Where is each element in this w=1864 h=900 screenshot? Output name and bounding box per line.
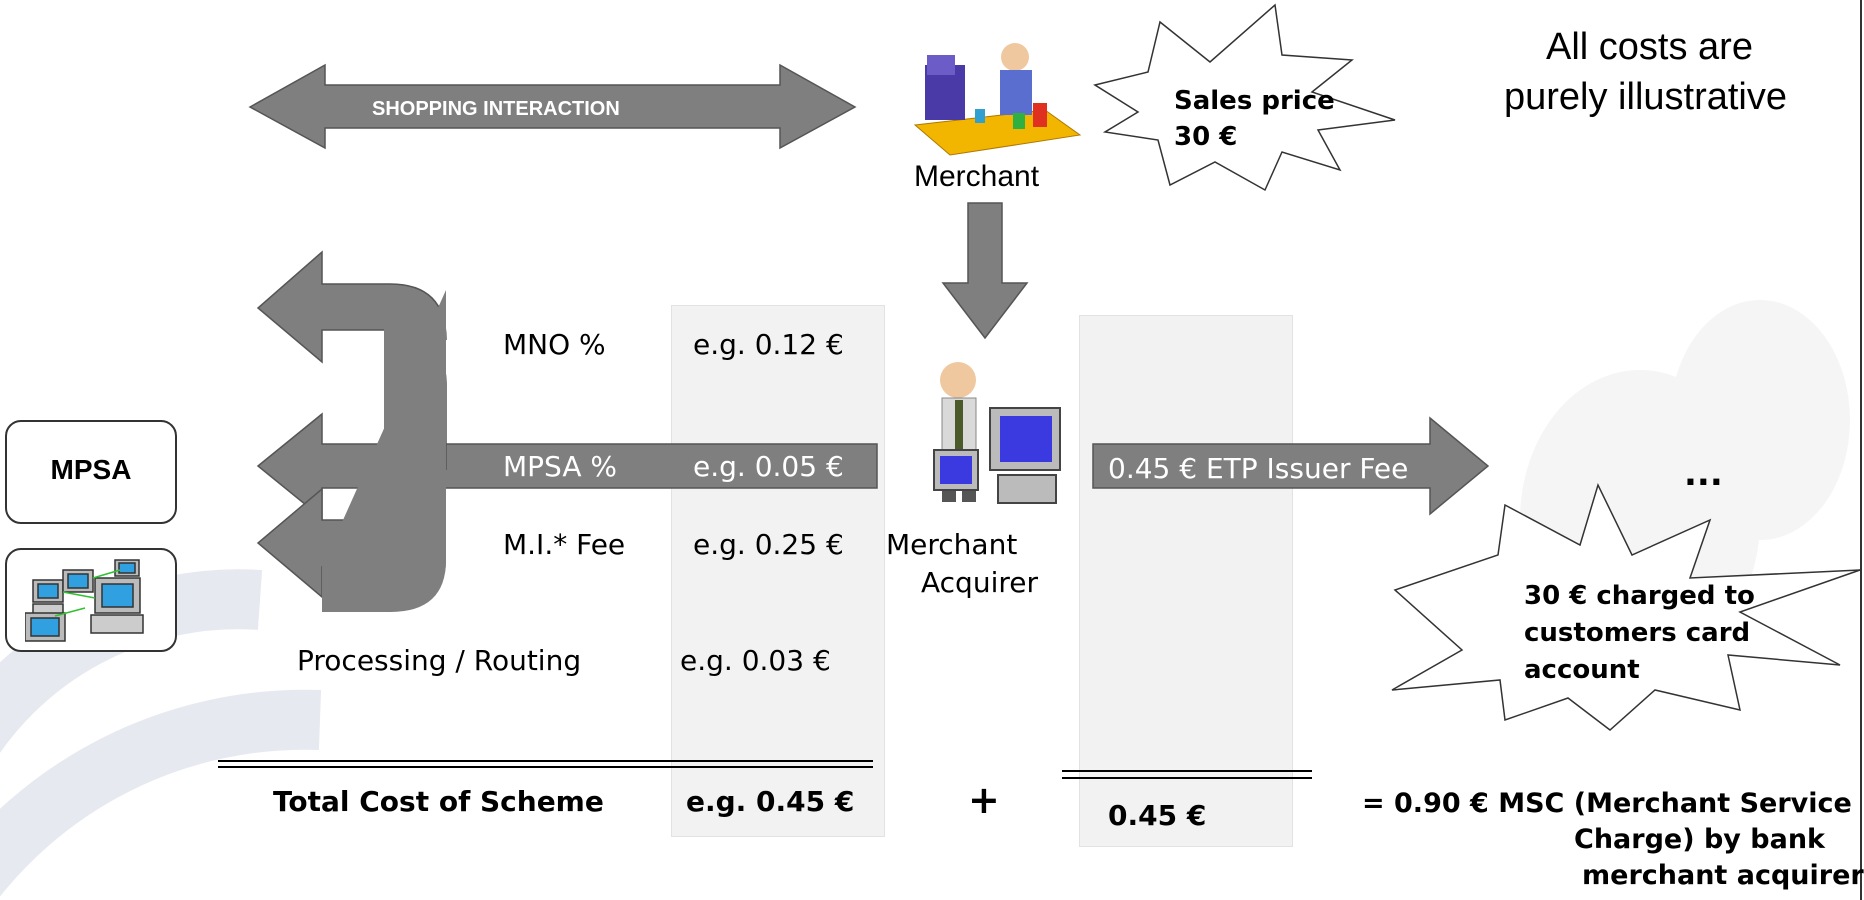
merchant-down-arrow <box>941 202 1029 340</box>
total-rule-top <box>218 760 873 762</box>
shopping-interaction-label: SHOPPING INTERACTION <box>372 98 620 120</box>
network-box <box>5 548 177 652</box>
network-computers-icon <box>25 559 144 642</box>
mpsa-box: MPSA <box>5 420 177 524</box>
total-cost-value: e.g. 0.45 € <box>686 785 855 818</box>
etp-issuer-fee-label: 0.45 € ETP Issuer Fee <box>1108 452 1409 485</box>
mi-fee-value: e.g. 0.25 € <box>693 528 844 561</box>
ellipsis-text: ... <box>1684 454 1723 494</box>
msc-line2: Charge) by bank <box>1574 824 1826 855</box>
merchant-acquirer-clipart <box>933 362 1061 504</box>
mno-fee-label: MNO % <box>503 328 606 361</box>
mi-fee-label: M.I.* Fee <box>503 528 626 561</box>
mpsa-fee-value: e.g. 0.05 € <box>693 450 844 483</box>
etp-issuer-arrow <box>1092 416 1490 516</box>
plus-sign: + <box>968 778 1000 822</box>
shopping-interaction-arrow <box>248 63 857 150</box>
sales-price-line2: 30 € <box>1174 122 1238 152</box>
total-cost-label: Total Cost of Scheme <box>273 785 604 818</box>
sales-price-line1: Sales price <box>1174 86 1335 116</box>
mpsa-box-label: MPSA <box>50 454 132 485</box>
right-border-line <box>1860 0 1862 900</box>
disclaimer-line2: purely illustrative <box>1504 76 1787 118</box>
issuer-rule-bottom <box>1062 777 1312 779</box>
issuer-rule-top <box>1062 770 1312 772</box>
msc-line1: = 0.90 € MSC (Merchant Service <box>1362 788 1852 819</box>
charged-line1: 30 € charged to <box>1524 581 1755 611</box>
scheme-cost-panel <box>671 305 885 837</box>
mno-fee-value: e.g. 0.12 € <box>693 328 844 361</box>
merchant-clipart <box>913 43 1082 156</box>
processing-fee-label: Processing / Routing <box>297 644 582 677</box>
merchant-label: Merchant <box>914 160 1040 193</box>
charged-line3: account <box>1524 655 1640 685</box>
processing-fee-value: e.g. 0.03 € <box>680 644 831 677</box>
total-rule-bottom <box>218 766 873 768</box>
mpsa-fee-label: MPSA % <box>503 450 617 483</box>
sales-price-starburst <box>1093 3 1396 192</box>
msc-line3: merchant acquirer <box>1582 860 1864 891</box>
merchant-acquirer-line1: Merchant <box>886 528 1018 561</box>
merchant-acquirer-line2: Acquirer <box>921 566 1038 599</box>
issuer-total-value: 0.45 € <box>1108 799 1207 832</box>
charged-line2: customers card <box>1524 618 1751 648</box>
issuer-fee-panel <box>1079 315 1293 847</box>
charged-starburst <box>1391 482 1861 731</box>
disclaimer-line1: All costs are <box>1546 26 1753 68</box>
